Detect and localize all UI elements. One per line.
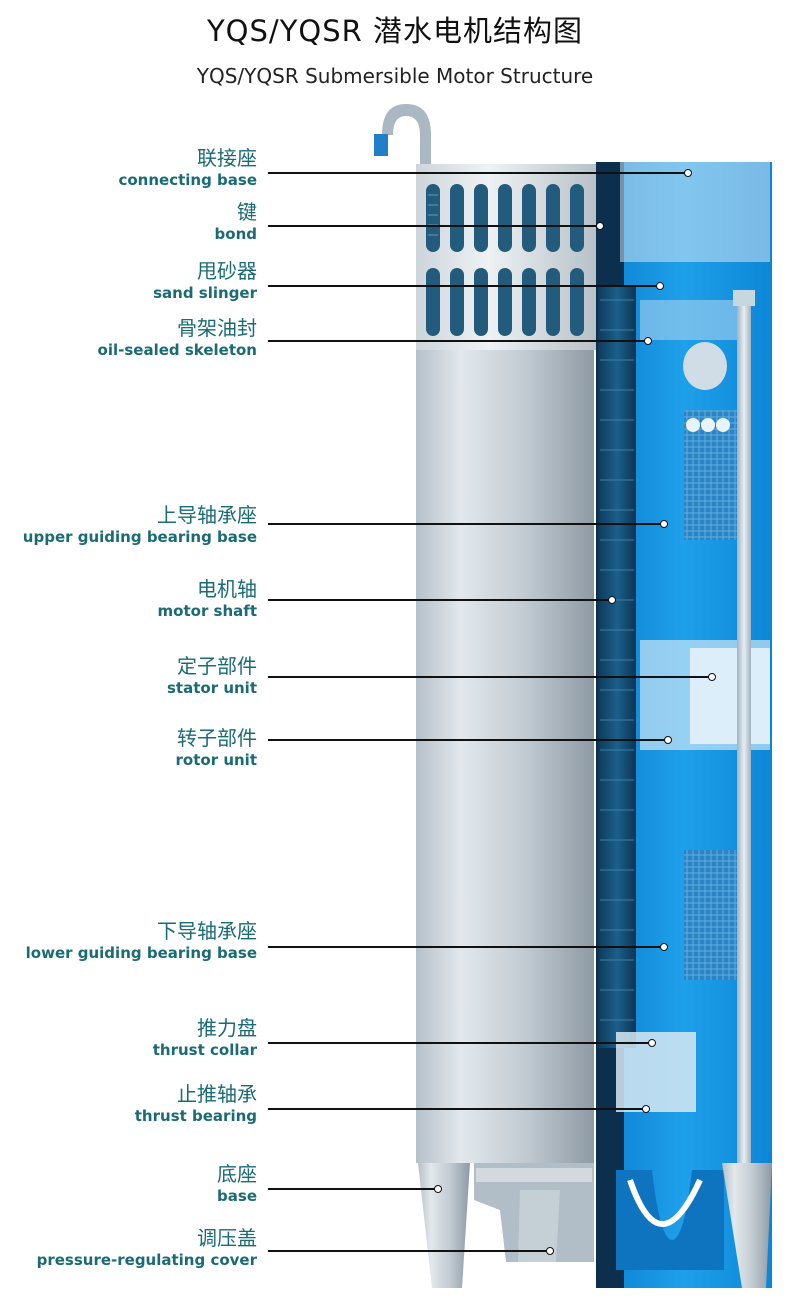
- label-en: stator unit: [167, 679, 257, 697]
- label-zh: 定子部件: [177, 654, 257, 678]
- label-upper-guiding-bearing-base: 上导轴承座 upper guiding bearing base: [23, 503, 257, 547]
- label-sand-slinger: 甩砂器 sand slinger: [153, 259, 257, 303]
- label-connecting-base: 联接座 connecting base: [118, 146, 257, 190]
- label-en: pressure-regulating cover: [36, 1251, 257, 1269]
- label-zh: 上导轴承座: [157, 503, 257, 527]
- label-stator-unit: 定子部件 stator unit: [167, 654, 257, 698]
- label-en: thrust collar: [152, 1041, 257, 1059]
- diagram-subtitle: YQS/YQSR Submersible Motor Structure: [196, 64, 594, 88]
- label-zh: 键: [237, 200, 257, 224]
- label-en: base: [217, 1187, 257, 1205]
- label-bond: 键 bond: [215, 200, 257, 244]
- label-zh: 下导轴承座: [157, 919, 257, 943]
- label-en: bond: [214, 225, 257, 243]
- label-en: motor shaft: [157, 602, 257, 620]
- label-en: lower guiding bearing base: [25, 944, 257, 962]
- label-zh: 转子部件: [177, 726, 257, 750]
- label-oil-sealed-skeleton: 骨架油封 oil-sealed skeleton: [98, 316, 257, 360]
- label-en: connecting base: [118, 171, 257, 189]
- label-motor-shaft: 电机轴 motor shaft: [158, 577, 257, 621]
- label-en: sand slinger: [153, 284, 257, 302]
- label-thrust-collar: 推力盘 thrust collar: [153, 1016, 257, 1060]
- label-en: rotor unit: [175, 751, 257, 769]
- label-pressure-regulating-cover: 调压盖 pressure-regulating cover: [37, 1226, 257, 1270]
- label-zh: 骨架油封: [177, 316, 257, 340]
- label-zh: 底座: [217, 1162, 257, 1186]
- label-zh: 联接座: [197, 146, 257, 170]
- label-lower-guiding-bearing-base: 下导轴承座 lower guiding bearing base: [26, 919, 257, 963]
- label-rotor-unit: 转子部件 rotor unit: [176, 726, 257, 770]
- label-base: 底座 base: [217, 1162, 257, 1206]
- label-zh: 止推轴承: [177, 1082, 257, 1106]
- label-en: thrust bearing: [134, 1107, 257, 1125]
- label-en: upper guiding bearing base: [22, 528, 257, 546]
- label-thrust-bearing: 止推轴承 thrust bearing: [135, 1082, 257, 1126]
- label-zh: 甩砂器: [197, 259, 257, 283]
- label-zh: 调压盖: [197, 1226, 257, 1250]
- label-zh: 电机轴: [197, 577, 257, 601]
- diagram-title: YQS/YQSR 潜水电机结构图: [206, 14, 584, 48]
- label-en: oil-sealed skeleton: [97, 341, 257, 359]
- label-zh: 推力盘: [197, 1016, 257, 1040]
